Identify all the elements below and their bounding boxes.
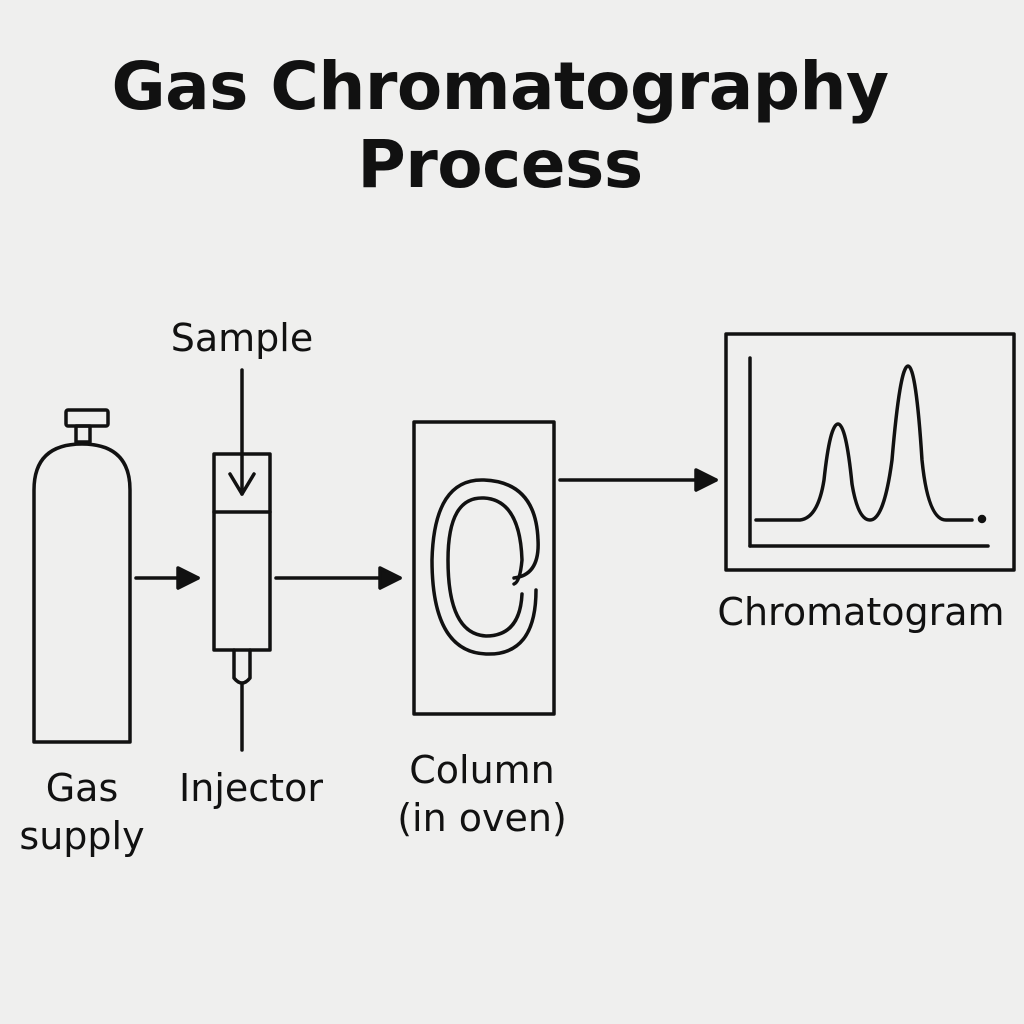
column-label-line-2: (in oven) — [397, 796, 567, 840]
arrow-column-to-chromatogram — [558, 468, 718, 492]
arrow-injector-to-column — [274, 566, 402, 590]
column-label: Column (in oven) — [382, 746, 582, 842]
oven-box — [412, 420, 556, 716]
injector-nozzle — [232, 648, 252, 685]
page-title: Gas Chromatography Process — [0, 48, 1000, 204]
column-label-line-1: Column — [409, 748, 555, 792]
chromatogram-trace — [754, 364, 974, 522]
gas-supply-label-line-1: Gas — [45, 766, 119, 810]
cylinder-cap — [64, 408, 110, 428]
arrow-gas-to-injector — [134, 566, 200, 590]
sample-label: Sample — [170, 316, 314, 360]
chromatogram-frame — [724, 332, 1016, 572]
injector-label: Injector — [179, 766, 323, 810]
gas-cylinder-icon — [32, 408, 132, 744]
cylinder-body — [32, 442, 132, 744]
title-line-1: Gas Chromatography — [111, 48, 889, 125]
chromatogram-plot-icon — [724, 332, 1016, 572]
injector-icon — [212, 452, 272, 752]
arrow-sample-to-injector — [228, 368, 256, 496]
gas-supply-label: Gas supply — [0, 764, 164, 860]
chromatogram-label: Chromatogram — [717, 590, 1005, 634]
column-coil-outer — [430, 478, 540, 656]
title-line-2: Process — [357, 126, 643, 203]
column-coil-inner — [446, 496, 524, 638]
coiled-column-icon — [412, 420, 556, 716]
gas-supply-label-line-2: supply — [19, 814, 145, 858]
injector-body — [212, 452, 272, 652]
cylinder-valve — [74, 424, 92, 444]
chromatogram-end-dot — [977, 514, 987, 524]
